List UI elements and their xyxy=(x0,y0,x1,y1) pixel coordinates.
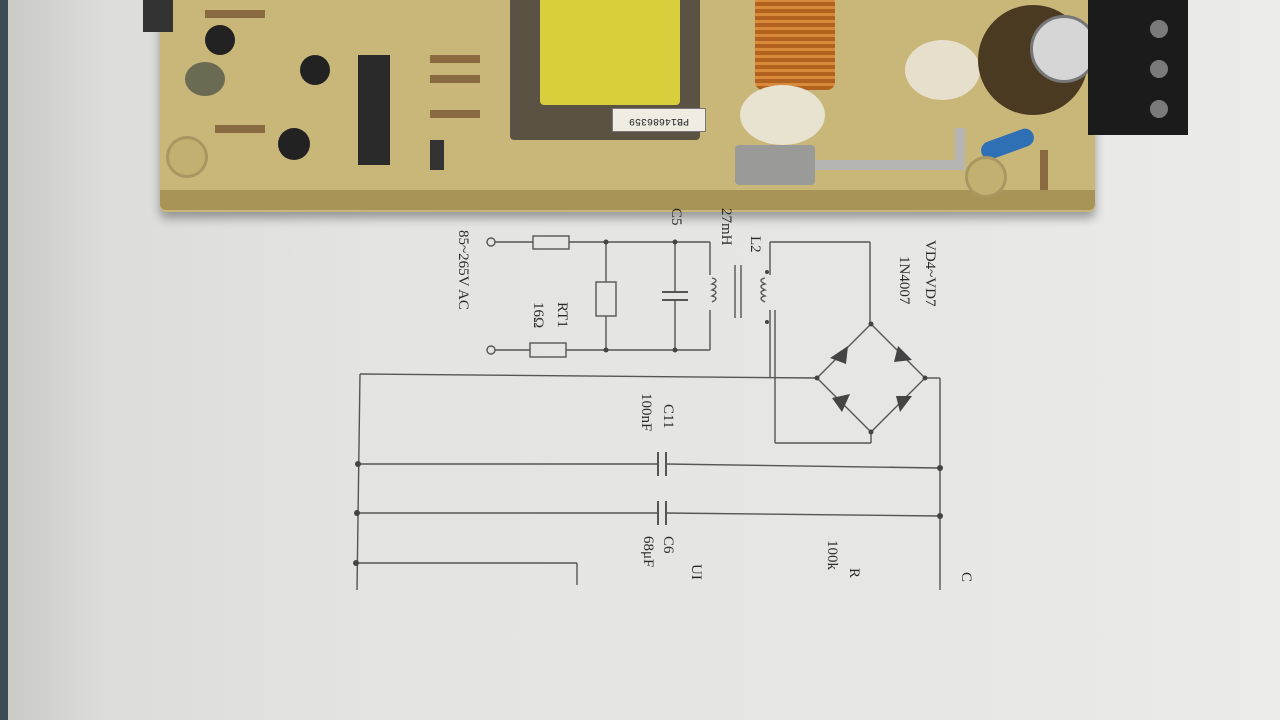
thermistor-value-label: 16Ω xyxy=(530,302,546,329)
resistor xyxy=(215,125,265,133)
diode-symbol xyxy=(832,394,850,412)
diode-symbol xyxy=(830,346,848,364)
input-terminal xyxy=(486,345,496,355)
cap-c11-value-label: 100nF xyxy=(638,393,654,432)
fuse xyxy=(532,235,570,250)
capacitor-top xyxy=(1030,15,1098,83)
mounting-hole xyxy=(166,136,208,178)
resistor xyxy=(430,55,480,63)
small-capacitor xyxy=(205,25,235,55)
cap-base xyxy=(905,40,980,100)
heatsink-bracket xyxy=(735,145,815,185)
cap-c11-name-label: C11 xyxy=(660,404,676,429)
diode xyxy=(430,140,444,170)
metal-strap xyxy=(815,160,965,170)
inductor-coil-b xyxy=(760,277,768,303)
small-capacitor xyxy=(300,55,330,85)
input-terminal xyxy=(486,237,496,247)
transformer-core xyxy=(540,0,680,105)
resistor-box xyxy=(595,281,617,317)
left-edge-shadow xyxy=(0,0,8,720)
bridge-rectifier xyxy=(816,323,926,433)
terminal-screw xyxy=(1150,100,1168,118)
resistor xyxy=(430,75,480,83)
ic-name-label: UI xyxy=(688,564,704,580)
thermistor-name-label: RT1 xyxy=(554,302,570,328)
resistor-value-label: 100k xyxy=(824,540,840,570)
thermistor-rt1 xyxy=(529,342,567,358)
component-black xyxy=(143,0,173,32)
coil-base xyxy=(740,85,825,145)
terminal-block xyxy=(1088,0,1188,135)
resistor xyxy=(205,10,265,18)
ic-chip xyxy=(358,55,390,165)
terminal-screw xyxy=(1150,60,1168,78)
partial-c-label: C xyxy=(958,572,974,583)
copper-coil xyxy=(755,0,835,90)
resistor-name-label: R xyxy=(846,568,862,579)
terminal-screw xyxy=(1150,20,1168,38)
small-capacitor xyxy=(185,62,225,96)
inductor-name-label: L2 xyxy=(747,236,763,253)
cap-c6-name-label: C6 xyxy=(660,536,676,554)
diode-symbol xyxy=(896,396,912,412)
resistor xyxy=(430,110,480,118)
bridge-name-label: VD4~VD7 xyxy=(922,240,938,307)
pcb-board-edge xyxy=(160,190,1095,210)
inductor-coil-a xyxy=(709,277,717,303)
cap-c6-value-label: 68μF xyxy=(640,536,656,568)
resistor xyxy=(1040,150,1048,190)
input-voltage-label: 85~265V AC xyxy=(455,230,471,310)
small-capacitor xyxy=(278,128,310,160)
diode-symbol xyxy=(894,346,912,362)
mounting-hole xyxy=(965,156,1007,198)
inductor-value-label: 27mH xyxy=(718,208,734,246)
cap-c5-label: C5 xyxy=(668,208,684,226)
bridge-part-label: 1N4007 xyxy=(896,256,912,305)
metal-strap-vertical xyxy=(955,128,965,170)
